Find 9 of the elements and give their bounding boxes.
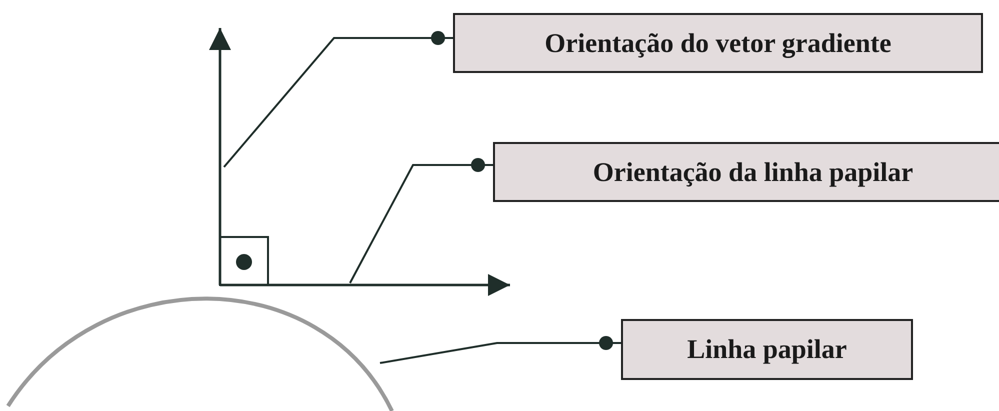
label-box: Orientação do vetor gradiente bbox=[453, 13, 983, 73]
ridge-curve bbox=[6, 296, 394, 411]
leader-line bbox=[223, 31, 453, 168]
vector-arrow bbox=[220, 274, 510, 296]
vector-arrow bbox=[209, 28, 231, 285]
label-box: Orientação da linha papilar bbox=[493, 142, 999, 202]
leader-line bbox=[380, 336, 621, 364]
label-box: Linha papilar bbox=[621, 319, 913, 380]
leader-line bbox=[349, 158, 493, 284]
